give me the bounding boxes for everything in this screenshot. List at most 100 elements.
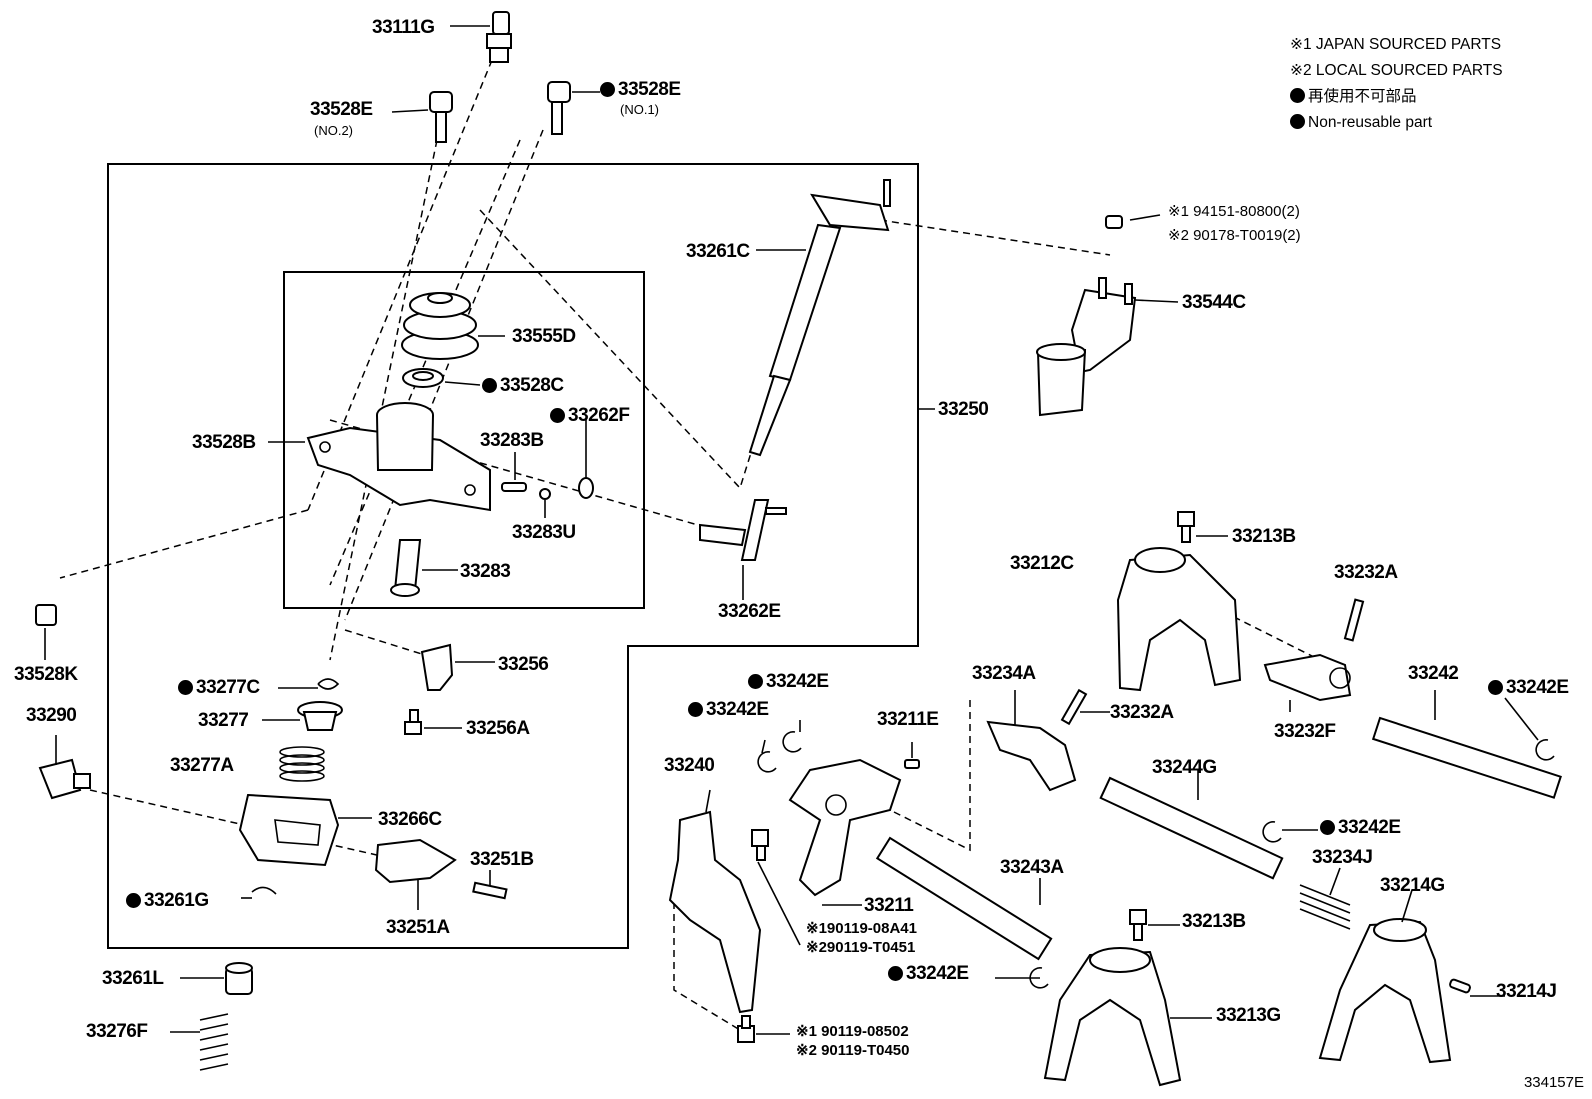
non-reusable-dot-icon xyxy=(1488,680,1503,695)
label-33528C: 33528C xyxy=(482,376,564,395)
label-33214J: 33214J xyxy=(1496,981,1557,1002)
part-33262F xyxy=(578,477,594,499)
non-reusable-dot-icon xyxy=(1320,820,1335,835)
part-33277C xyxy=(317,678,340,690)
label-33277C: 33277C xyxy=(178,678,260,697)
alignment-lines xyxy=(59,59,1321,1031)
label-33251A: 33251A xyxy=(386,917,450,938)
part-33544C xyxy=(1036,215,1137,417)
label-33262F: 33262F xyxy=(550,406,630,425)
part-33242E-a xyxy=(757,751,777,773)
label-33266C: 33266C xyxy=(378,809,442,830)
part-33283B xyxy=(501,482,527,492)
leader-lines xyxy=(44,25,1539,1035)
label-90178-T0019: ※2 90178-T0019(2) xyxy=(1168,227,1301,244)
non-reusable-dot-icon xyxy=(1290,114,1305,129)
part-33528K xyxy=(35,604,57,626)
label-33290: 33290 xyxy=(26,705,77,726)
label-33211E: 33211E xyxy=(877,709,939,730)
label-33242E-right: 33242E xyxy=(1488,678,1569,697)
part-33266C xyxy=(238,793,340,867)
label-90119-T0451: ※290119-T0451 xyxy=(806,939,916,956)
label-33213B-top: 33213B xyxy=(1232,526,1296,547)
part-33261C xyxy=(748,179,891,457)
part-33242E-right xyxy=(1535,739,1555,761)
legend-non-reusable-en: Non-reusable part xyxy=(1290,110,1503,136)
part-33213B-top xyxy=(1177,511,1195,543)
part-33214J xyxy=(1449,978,1471,994)
legend-non-reusable-jp: 再使用不可部品 xyxy=(1290,84,1503,110)
non-reusable-dot-icon xyxy=(600,82,615,97)
label-33242E-a: 33242E xyxy=(688,700,769,719)
part-33528C xyxy=(402,368,444,388)
label-33213B-bottom: 33213B xyxy=(1182,911,1246,932)
part-33528E-no1 xyxy=(547,81,571,135)
part-33214G xyxy=(1318,918,1452,1064)
label-33211: 33211 xyxy=(864,895,914,916)
label-33544C: 33544C xyxy=(1182,292,1246,313)
part-33256 xyxy=(420,643,454,691)
part-33277 xyxy=(297,701,343,731)
label-33283B: 33283B xyxy=(480,430,544,451)
label-33283U: 33283U xyxy=(512,522,576,543)
part-33111G xyxy=(486,11,512,63)
part-33256A xyxy=(404,709,422,735)
label-33232A-mid: 33232A xyxy=(1110,702,1174,723)
part-33290 xyxy=(38,758,91,800)
part-33283 xyxy=(390,539,422,597)
part-33213B-bottom xyxy=(1129,909,1147,941)
label-33261L: 33261L xyxy=(102,968,164,989)
non-reusable-dot-icon xyxy=(888,966,903,981)
part-33244G xyxy=(1099,776,1284,880)
part-33276F xyxy=(199,1013,229,1071)
legend: ※1 JAPAN SOURCED PARTS ※2 LOCAL SOURCED … xyxy=(1290,32,1503,136)
label-33111G: 33111G xyxy=(372,17,435,38)
label-94151-80800: ※1 94151-80800(2) xyxy=(1168,203,1300,220)
label-33243A: 33243A xyxy=(1000,857,1064,878)
label-33242: 33242 xyxy=(1408,663,1459,684)
label-33251B: 33251B xyxy=(470,849,534,870)
part-33277A xyxy=(279,746,325,782)
label-33242E-c: 33242E xyxy=(1320,818,1401,837)
label-33256: 33256 xyxy=(498,654,549,675)
label-33555D: 33555D xyxy=(512,326,576,347)
label-33261C: 33261C xyxy=(686,241,750,262)
part-33555D xyxy=(401,292,479,360)
non-reusable-dot-icon xyxy=(178,680,193,695)
part-33211E xyxy=(904,759,920,769)
part-33261L xyxy=(225,962,253,995)
label-33232F: 33232F xyxy=(1274,721,1336,742)
non-reusable-dot-icon xyxy=(1290,88,1305,103)
part-33240 xyxy=(668,810,762,1014)
label-33528E-no2: 33528E xyxy=(310,99,373,120)
label-33242E-d: 33242E xyxy=(888,964,969,983)
label-33232A-top: 33232A xyxy=(1334,562,1398,583)
part-33251B xyxy=(472,881,508,900)
part-33262E xyxy=(699,499,787,561)
label-33242E-b: 33242E xyxy=(748,672,829,691)
label-33240: 33240 xyxy=(664,755,715,776)
label-33212C: 33212C xyxy=(1010,553,1074,574)
part-33242E-d xyxy=(1029,967,1049,989)
label-33261G: 33261G xyxy=(126,891,209,910)
non-reusable-dot-icon xyxy=(550,408,565,423)
label-33528E-no2-sub: (NO.2) xyxy=(314,123,353,138)
part-bolt-90119-08A41 xyxy=(751,829,769,861)
part-33242E-b xyxy=(782,731,802,753)
label-33277A: 33277A xyxy=(170,755,234,776)
label-33528K: 33528K xyxy=(14,664,78,685)
subassembly-box xyxy=(283,271,645,609)
label-90119-08A41: ※190119-08A41 xyxy=(806,920,917,937)
part-33212C xyxy=(1116,547,1242,692)
part-33242 xyxy=(1371,716,1562,799)
part-33283U xyxy=(539,488,551,500)
label-90119-T0450: ※2 90119-T0450 xyxy=(796,1042,910,1059)
label-33213G: 33213G xyxy=(1216,1005,1281,1026)
part-33528E-no2 xyxy=(429,91,453,143)
label-33528E-no1: 33528E xyxy=(600,80,681,99)
part-33234J xyxy=(1299,884,1351,930)
non-reusable-dot-icon xyxy=(482,378,497,393)
part-33232A-top xyxy=(1343,598,1365,642)
diagram-code: 334157E xyxy=(1523,1074,1584,1091)
